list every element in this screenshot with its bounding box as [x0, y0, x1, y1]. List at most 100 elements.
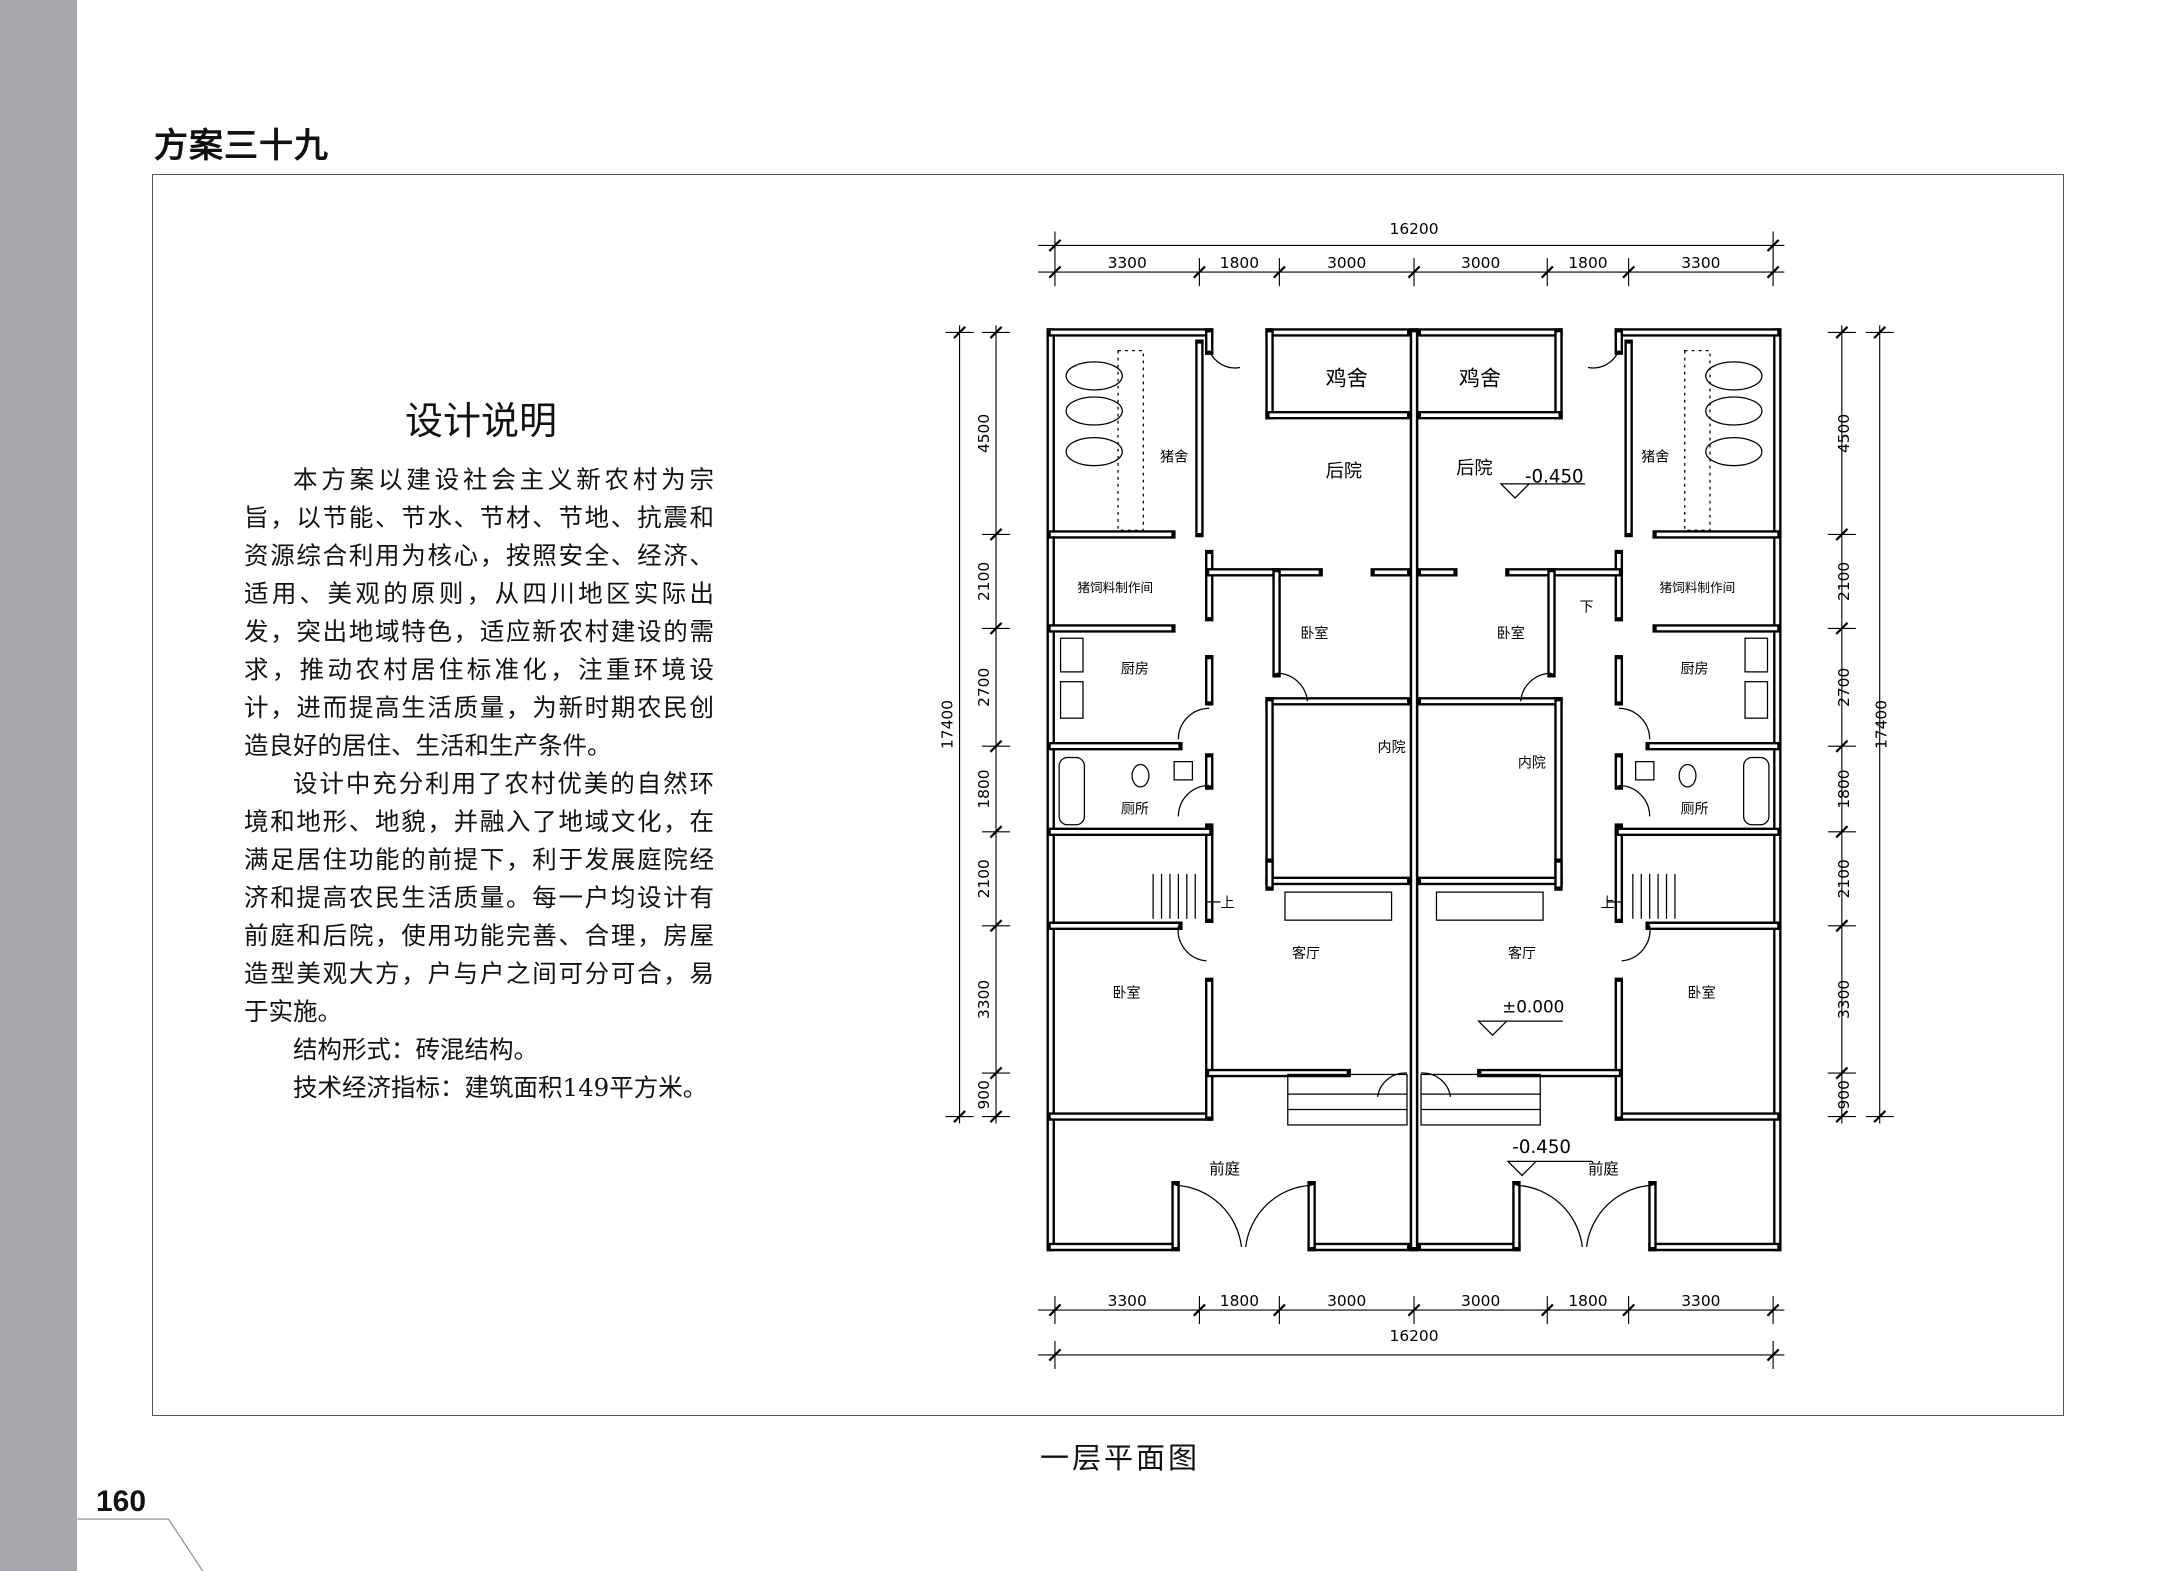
description-line: 适用、美观的原则，从四川地区实际出 — [244, 579, 714, 608]
dimension-label: 2700 — [975, 668, 993, 707]
description-line: 造良好的居住、生活和生产条件。 — [244, 731, 612, 760]
room-label: 卧室 — [1688, 984, 1716, 1001]
door-swing — [1520, 672, 1552, 702]
stair-up-label: 上 — [1220, 896, 1234, 912]
dimension-label: 3300 — [1681, 254, 1720, 272]
dimension-label: 900 — [975, 1080, 993, 1109]
room-label: 猪舍 — [1641, 449, 1669, 465]
dimension-label: 2100 — [1835, 859, 1853, 898]
pig-icon — [1705, 396, 1763, 426]
scheme-title: 方案三十九 — [154, 126, 329, 166]
description-line: 技术经济指标：建筑面积149平方米。 — [293, 1073, 708, 1102]
room-label: 后院 — [1456, 458, 1492, 479]
page-number: 160 — [96, 1485, 147, 1518]
dimension-tick — [989, 919, 1003, 933]
dimension-tick — [989, 1066, 1003, 1080]
description-line: 于实施。 — [244, 997, 342, 1026]
dimension-label: 1800 — [1835, 769, 1853, 808]
level-triangle-icon — [1499, 483, 1586, 499]
door-swing — [1618, 707, 1651, 740]
dimension-tick — [1407, 1303, 1421, 1317]
dimension-label: 900 — [1835, 1080, 1853, 1109]
dimension-tick — [1048, 239, 1062, 252]
level-triangle-icon — [1477, 1020, 1563, 1037]
page-corner-line — [77, 1518, 204, 1571]
room-label: 卧室 — [1300, 625, 1328, 642]
bathtub-icon — [1058, 756, 1086, 826]
description-line: 造型美观大方，户与户之间可分可合，易 — [244, 959, 714, 988]
stair-down-label: 下 — [1580, 600, 1594, 616]
dimension-label: 3300 — [1835, 980, 1853, 1019]
room-label: 厕所 — [1121, 802, 1149, 818]
basin-icon — [1635, 761, 1655, 781]
door-swing — [1177, 925, 1207, 962]
door-swing — [1177, 707, 1210, 740]
pig-icon — [1065, 396, 1123, 426]
door-swing — [1208, 350, 1241, 369]
plan-walls — [1046, 328, 1782, 1252]
dimension-label: 3000 — [1461, 254, 1500, 272]
dimension-label: 1800 — [1220, 254, 1259, 272]
door-swing — [1376, 1072, 1408, 1097]
dimension-tick — [1835, 825, 1849, 839]
dimension-tick — [989, 739, 1003, 753]
dimension-label: 2100 — [975, 859, 993, 898]
plan-fixtures — [1058, 350, 1770, 1248]
dimension-tick — [1048, 265, 1062, 279]
description-line: 本方案以建设社会主义新农村为宗 — [293, 465, 714, 494]
dimension-tick — [989, 1110, 1003, 1123]
dimension-tick — [1193, 1303, 1206, 1317]
stove-icon — [1744, 637, 1769, 673]
dimension-tick — [953, 326, 966, 339]
dimension-tick — [1193, 265, 1206, 279]
pig-icon — [1705, 361, 1763, 391]
dimension-tick — [989, 825, 1003, 839]
door-swing — [1421, 1072, 1452, 1097]
dimension-tick — [1048, 1303, 1062, 1317]
door-swing — [1587, 350, 1620, 369]
dimension-tick — [1835, 1110, 1849, 1123]
stove-icon — [1059, 637, 1084, 673]
dimension-tick — [1048, 1348, 1062, 1362]
description-line: 结构形式：砖混结构。 — [293, 1035, 538, 1064]
sink-icon — [1059, 681, 1084, 719]
dimension-label: 1800 — [1220, 1292, 1259, 1310]
door-swing — [1175, 1184, 1243, 1248]
room-label: 厨房 — [1121, 661, 1149, 677]
dimension-tick — [1835, 621, 1849, 635]
dimension-tick — [1835, 1066, 1849, 1080]
description-line: 资源综合利用为核心，按照安全、经济、 — [244, 541, 714, 570]
dimension-tick — [1540, 1303, 1554, 1317]
level-mark: -0.450 — [1512, 1137, 1571, 1158]
door-swing — [1516, 1184, 1583, 1248]
dimension-tick — [1835, 528, 1849, 541]
room-label: 前庭 — [1588, 1160, 1619, 1178]
room-label: 厨房 — [1681, 661, 1709, 677]
dimension-tick — [989, 326, 1003, 339]
description-line: 济和提高农民生活质量。每一户均设计有 — [244, 883, 714, 912]
dimension-tick — [1766, 265, 1780, 279]
sink-icon — [1744, 681, 1769, 719]
dimension-label: 2700 — [1835, 668, 1853, 707]
pig-trough — [1684, 350, 1711, 531]
pig-trough — [1117, 350, 1144, 531]
dimension-label: 3300 — [1108, 1292, 1147, 1310]
description-line: 旨，以节能、节水、节材、节地、抗震和 — [244, 503, 714, 532]
bathtub-icon — [1743, 756, 1770, 826]
room-label: 内院 — [1518, 755, 1546, 771]
basin-icon — [1173, 761, 1194, 781]
room-label: 卧室 — [1497, 625, 1525, 642]
dimension-label: 1800 — [1568, 254, 1607, 272]
room-label: 后院 — [1326, 461, 1362, 482]
room-label: 猪饲料制作间 — [1077, 580, 1153, 595]
dimension-tick — [1272, 265, 1286, 279]
door-swing — [1276, 672, 1309, 702]
content-frame — [152, 174, 2064, 1416]
room-label: 鸡舍 — [1326, 366, 1368, 391]
description-title: 设计说明 — [404, 399, 557, 443]
description-line: 设计中充分利用了农村优美的自然环 — [293, 769, 714, 798]
level-triangle-icon — [1506, 1160, 1593, 1177]
door-swing — [1245, 1184, 1312, 1248]
dimension-tick — [1835, 326, 1849, 339]
